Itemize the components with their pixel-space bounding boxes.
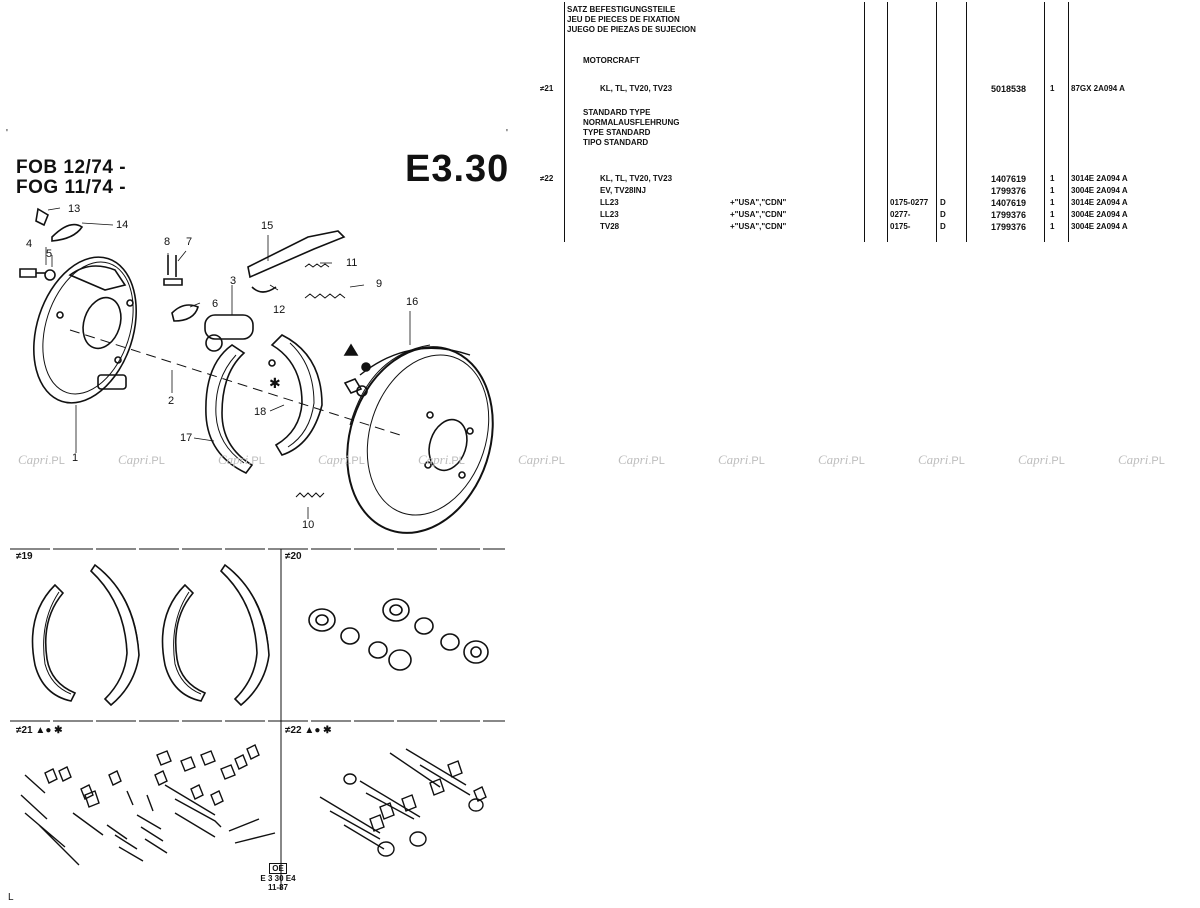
watermark: Capri.PL — [318, 452, 365, 467]
margin-tick: ' — [6, 128, 8, 139]
table-rule — [1068, 2, 1069, 242]
table-rule — [936, 2, 937, 242]
callout-2: 2 — [168, 395, 175, 407]
row21-code: 87GX 2A094 A — [1071, 84, 1125, 93]
table-rule — [564, 2, 565, 242]
document-footer: OE E 3 30 E4 11-87 — [258, 863, 298, 892]
panel-21-label: ≠21 ▲● ✱ — [16, 725, 63, 736]
ref-22: ≠22 — [540, 174, 554, 183]
callout-16: 16 — [406, 296, 419, 308]
table-rule — [887, 2, 888, 242]
table-heading: SATZ BEFESTIGUNGSTEILE JEU DE PIECES DE … — [567, 5, 696, 34]
brake-exploded-diagram — [19, 207, 494, 534]
callout-4: 4 — [26, 238, 33, 250]
standard-heading: STANDARD TYPE NORMALAUSFLEHRUNG TYPE STA… — [583, 108, 680, 147]
watermark: Capri.PL — [418, 452, 465, 467]
watermark: Capri.PL — [118, 452, 165, 467]
footer-date: 11-87 — [267, 883, 289, 892]
callout-11: 11 — [346, 257, 358, 269]
row21-qty: 1 — [1050, 84, 1055, 93]
fixing-hardware-kit-21-illustration — [20, 744, 276, 866]
callout-6: 6 — [212, 298, 219, 310]
watermark: Capri.PL — [918, 452, 965, 467]
callout-1: 1 — [72, 452, 79, 464]
watermark: Capri.PL — [518, 452, 565, 467]
cylinder-repair-kit-illustration — [308, 598, 489, 671]
margin-tick: ' — [506, 128, 508, 139]
oe-stamp: OE — [269, 863, 287, 874]
star-symbol: ✱ — [269, 375, 281, 391]
watermark: Capri.PL — [218, 452, 265, 467]
brand-heading: MOTORCRAFT — [583, 56, 640, 65]
backing-plate — [33, 256, 137, 404]
corner-mark: L — [8, 892, 14, 903]
brake-shoe-set-illustration — [31, 563, 270, 707]
model-line-2: FOG 11/74 - — [16, 177, 127, 198]
callout-3: 3 — [230, 275, 237, 287]
callout-8: 8 — [164, 236, 171, 248]
ref-21: ≠21 — [540, 84, 554, 93]
row21-desc: KL, TL, TV20, TV23 — [600, 84, 673, 93]
kit-panel-grid — [10, 548, 505, 890]
watermark: Capri.PL — [1018, 452, 1065, 467]
callout-12: 12 — [273, 304, 286, 316]
callout-7: 7 — [186, 236, 193, 248]
model-line-1: FOB 12/74 - — [16, 157, 127, 178]
callout-14: 14 — [116, 219, 129, 231]
watermark: Capri.PL — [1118, 452, 1165, 467]
callout-18: 18 — [254, 406, 267, 418]
callout-9: 9 — [376, 278, 383, 290]
panel-20-label: ≠20 — [285, 551, 302, 562]
callout-10: 10 — [302, 519, 315, 531]
watermark: Capri.PL — [618, 452, 665, 467]
table-rule — [966, 2, 967, 242]
footer-code: E 3 30 E4 — [260, 874, 296, 883]
callout-17: 17 — [180, 432, 193, 444]
row21-part: 5018538 — [991, 84, 1027, 94]
watermark: Capri.PL — [18, 452, 65, 467]
table-rule — [864, 2, 865, 242]
fixing-hardware-kit-22-illustration — [319, 748, 487, 857]
watermark: Capri.PL — [718, 452, 765, 467]
panel-22-label: ≠22 ▲● ✱ — [285, 725, 332, 736]
callout-15: 15 — [261, 220, 274, 232]
table-rule — [1044, 2, 1045, 242]
watermark: Capri.PL — [818, 452, 865, 467]
callout-13: 13 — [68, 203, 81, 215]
panel-19-label: ≠19 — [16, 551, 33, 562]
page-id: E3.30 — [405, 148, 510, 190]
callout-5: 5 — [46, 248, 53, 260]
